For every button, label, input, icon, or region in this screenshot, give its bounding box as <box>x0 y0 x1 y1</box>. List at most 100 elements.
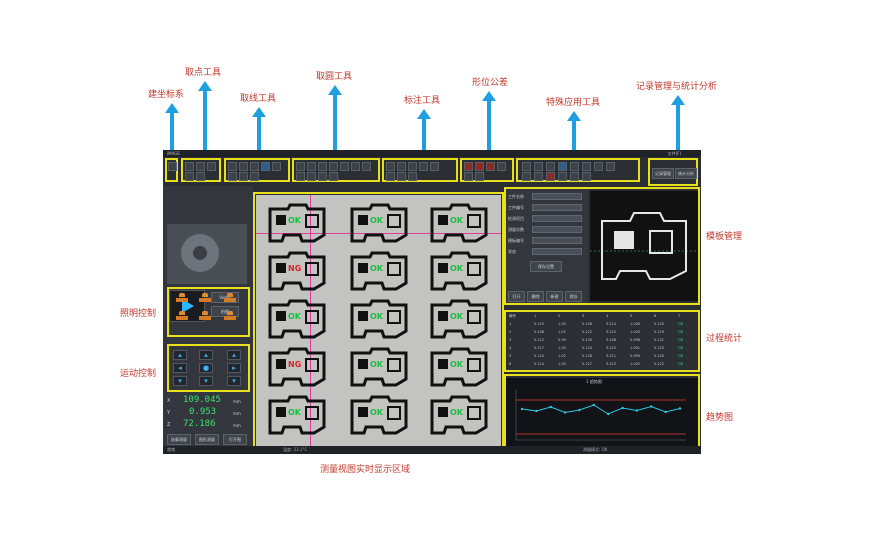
contour-measure-button[interactable]: 轮廓测量 <box>167 434 191 445</box>
circle-tool-button[interactable] <box>307 172 316 181</box>
video-button[interactable]: Video <box>211 292 239 303</box>
move-up-button[interactable]: ▴ <box>199 350 213 360</box>
stats-analysis-button[interactable]: 统计分析 <box>675 168 697 179</box>
measured-part[interactable]: OK <box>266 299 328 339</box>
template-delete-button[interactable]: 删除 <box>527 291 544 302</box>
special-tool-button[interactable] <box>522 162 531 171</box>
measured-part[interactable]: OK <box>428 347 490 387</box>
line-tool-button[interactable] <box>250 172 259 181</box>
measured-part[interactable]: OK <box>428 395 490 435</box>
move-left-button[interactable]: ◂ <box>173 363 187 373</box>
lamp-icon[interactable] <box>176 311 188 321</box>
measured-part[interactable]: OK <box>348 203 410 243</box>
point-tool-button[interactable] <box>196 162 205 171</box>
tolerance-tool-button[interactable] <box>475 162 484 171</box>
home-button[interactable]: ● <box>199 363 213 373</box>
point-tool-button[interactable] <box>185 172 194 181</box>
move-left-down-button[interactable]: ▾ <box>173 376 187 386</box>
measured-part[interactable]: OK <box>266 395 328 435</box>
line-tool-button[interactable] <box>261 162 270 171</box>
annotation-tool-button[interactable] <box>408 172 417 181</box>
annotation-tool-button[interactable] <box>386 172 395 181</box>
circle-tool-button[interactable] <box>362 162 371 171</box>
field-input[interactable] <box>532 204 582 211</box>
save-settings-button[interactable]: 保存设置 <box>530 261 562 272</box>
file-menu[interactable]: 文件(F) <box>667 151 681 156</box>
circle-tool-button[interactable] <box>340 162 349 171</box>
move-right-button[interactable]: ▸ <box>227 363 241 373</box>
lamp-icon[interactable] <box>199 311 211 321</box>
lamp-icon[interactable] <box>176 293 188 303</box>
tolerance-tool-button[interactable] <box>475 172 484 181</box>
special-tool-button[interactable] <box>534 172 543 181</box>
special-tool-button[interactable] <box>594 162 603 171</box>
line-tool-button[interactable] <box>239 172 248 181</box>
open-image-button[interactable]: 打开图 <box>223 434 247 445</box>
circle-tool-button[interactable] <box>329 172 338 181</box>
special-tool-button[interactable] <box>546 172 555 181</box>
special-tool-button[interactable] <box>570 162 579 171</box>
tolerance-tool-button[interactable] <box>497 162 506 171</box>
annotation-tool-button[interactable] <box>386 162 395 171</box>
annotation-tool-button[interactable] <box>408 162 417 171</box>
z-up-button[interactable]: ▴ <box>227 350 241 360</box>
lamp-icon[interactable] <box>224 293 236 303</box>
circle-tool-button[interactable] <box>296 172 305 181</box>
field-input[interactable] <box>532 248 582 255</box>
line-tool-button[interactable] <box>239 162 248 171</box>
special-tool-button[interactable] <box>570 172 579 181</box>
annotation-tool-button[interactable] <box>430 162 439 171</box>
special-tool-button[interactable] <box>582 162 591 171</box>
line-tool-button[interactable] <box>228 172 237 181</box>
circle-tool-button[interactable] <box>296 162 305 171</box>
annotation-tool-button[interactable] <box>419 162 428 171</box>
coordinate-tool-button[interactable] <box>168 162 177 171</box>
move-left-up-button[interactable]: ▴ <box>173 350 187 360</box>
point-tool-button[interactable] <box>196 172 205 181</box>
measured-part[interactable]: OK <box>266 203 328 243</box>
special-tool-button[interactable] <box>582 172 591 181</box>
field-input[interactable] <box>532 193 582 200</box>
template-open-button[interactable]: 打开 <box>508 291 525 302</box>
move-down-button[interactable]: ▾ <box>199 376 213 386</box>
measured-part[interactable]: OK <box>428 251 490 291</box>
lamp-icon[interactable] <box>224 311 236 321</box>
template-save-button[interactable]: 保存 <box>565 291 582 302</box>
circle-tool-button[interactable] <box>351 162 360 171</box>
tolerance-tool-button[interactable] <box>486 162 495 171</box>
measured-part[interactable]: OK <box>428 203 490 243</box>
special-tool-button[interactable] <box>606 162 615 171</box>
record-mgmt-button[interactable]: 记录管理 <box>652 168 674 179</box>
point-tool-button[interactable] <box>185 162 194 171</box>
special-tool-button[interactable] <box>558 162 567 171</box>
special-tool-button[interactable] <box>546 162 555 171</box>
measured-part[interactable]: NG <box>266 347 328 387</box>
measured-part[interactable]: OK <box>348 347 410 387</box>
annotation-tool-button[interactable] <box>397 162 406 171</box>
circle-tool-button[interactable] <box>318 172 327 181</box>
circle-tool-button[interactable] <box>329 162 338 171</box>
field-input[interactable] <box>532 215 582 222</box>
special-tool-button[interactable] <box>522 172 531 181</box>
tolerance-tool-button[interactable] <box>464 172 473 181</box>
measured-part[interactable]: OK <box>428 299 490 339</box>
point-tool-button[interactable] <box>207 162 216 171</box>
special-tool-button[interactable] <box>534 162 543 171</box>
z-down-button[interactable]: ▾ <box>227 376 241 386</box>
tolerance-tool-button[interactable] <box>464 162 473 171</box>
measurement-view[interactable]: OK OK OK NG OK OK OK OK OK NG OK OK OK OK OK <box>256 195 501 447</box>
template-new-button[interactable]: 新建 <box>546 291 563 302</box>
graphic-measure-button[interactable]: 图形测量 <box>195 434 219 445</box>
line-tool-button[interactable] <box>250 162 259 171</box>
measured-part[interactable]: OK <box>348 395 410 435</box>
lamp-icon[interactable] <box>199 293 211 303</box>
circle-tool-button[interactable] <box>307 162 316 171</box>
line-tool-button[interactable] <box>272 162 281 171</box>
special-tool-button[interactable] <box>558 172 567 181</box>
measured-part[interactable]: OK <box>348 251 410 291</box>
annotation-tool-button[interactable] <box>397 172 406 181</box>
measured-part[interactable]: OK <box>348 299 410 339</box>
line-tool-button[interactable] <box>228 162 237 171</box>
measured-part[interactable]: NG <box>266 251 328 291</box>
field-input[interactable] <box>532 237 582 244</box>
